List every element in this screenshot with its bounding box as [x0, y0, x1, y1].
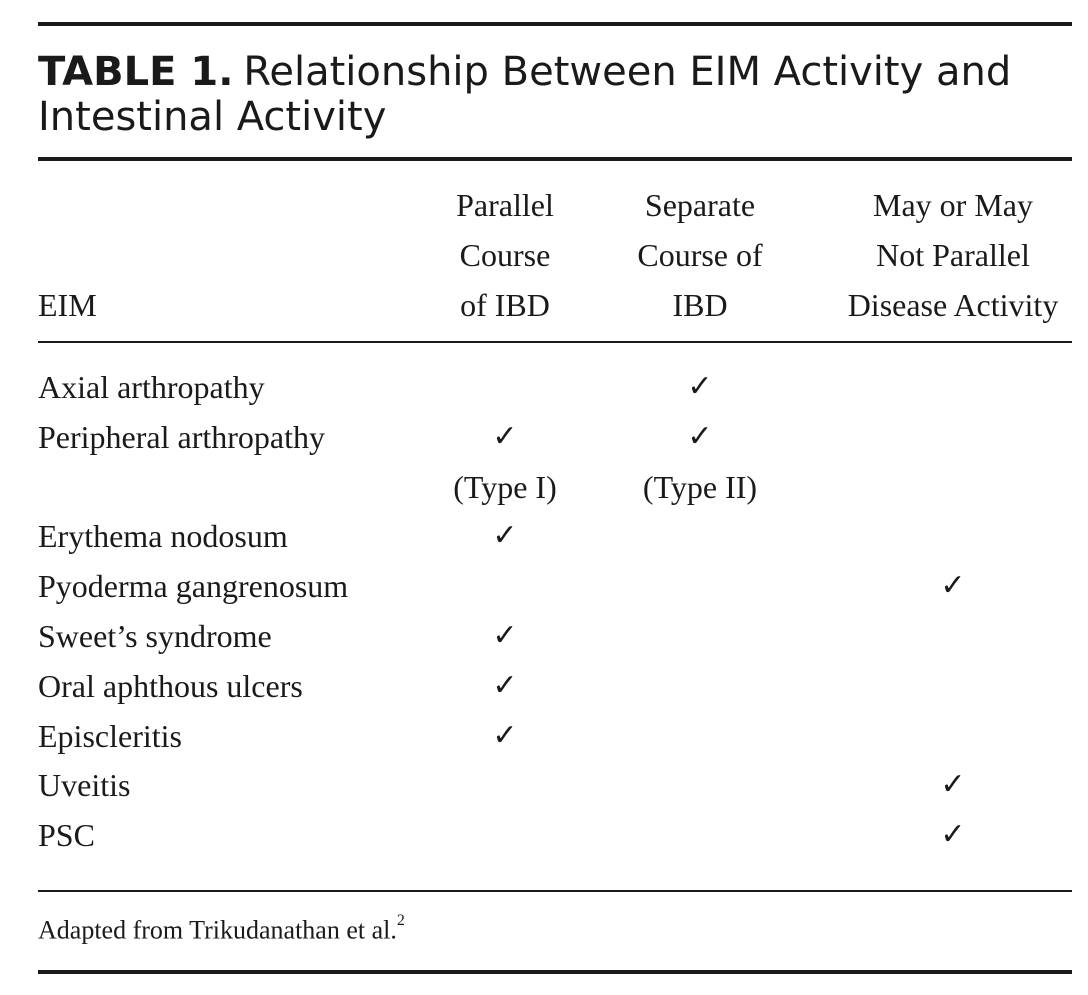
header-parallel-line: Parallel [456, 187, 554, 223]
footnote-rule [38, 890, 1072, 892]
header-may-or-may-not: May or May Not Parallel Disease Activity [832, 180, 1074, 330]
header-separate-line: Course of [637, 237, 763, 273]
header-may-line: Disease Activity [847, 287, 1059, 323]
row-label-oral-aphthous-ulcers: Oral aphthous ulcers [38, 668, 303, 704]
header-eim: EIM [38, 287, 97, 323]
header-separate: Separate Course of IBD [610, 180, 790, 330]
row-label-pyoderma-gangrenosum: Pyoderma gangrenosum [38, 568, 349, 604]
check-icon: ✓ [492, 419, 518, 454]
table-title-line2: Intestinal Activity [38, 94, 387, 140]
row-label-erythema-nodosum: Erythema nodosum [38, 518, 288, 554]
header-may-line: May or May [873, 187, 1033, 223]
header-may-line: Not Parallel [876, 237, 1030, 273]
check-icon: ✓ [687, 419, 713, 454]
row-label-uveitis: Uveitis [38, 767, 131, 803]
row-label-sweets-syndrome: Sweet’s syndrome [38, 618, 272, 654]
row-label-episcleritis: Episcleritis [38, 718, 182, 754]
bottom-rule [38, 970, 1072, 974]
row-label-axial-arthropathy: Axial arthropathy [38, 369, 265, 405]
check-icon: ✓ [492, 718, 518, 753]
top-rule [38, 22, 1072, 26]
header-parallel-line: Course [459, 237, 551, 273]
footnote: Adapted from Trikudanathan et al.2 [38, 905, 405, 951]
cell-type-i: (Type I) [453, 469, 557, 505]
header-parallel: Parallel Course of IBD [425, 180, 585, 330]
check-icon: ✓ [492, 618, 518, 653]
check-icon: ✓ [940, 767, 966, 802]
table-title: TABLE 1.Relationship Between EIM Activit… [38, 50, 1078, 140]
table-label: TABLE 1. [38, 49, 234, 95]
header-separate-line: IBD [672, 287, 728, 323]
title-rule [38, 157, 1072, 161]
header-separate-line: Separate [644, 187, 756, 223]
check-icon: ✓ [492, 668, 518, 703]
table-title-line1: Relationship Between EIM Activity and [243, 49, 1012, 95]
header-parallel-line: of IBD [460, 287, 550, 323]
check-icon: ✓ [940, 568, 966, 603]
header-rule [38, 341, 1072, 343]
footnote-text: Adapted from Trikudanathan et al. [38, 915, 397, 945]
check-icon: ✓ [940, 817, 966, 852]
row-label-psc: PSC [38, 817, 95, 853]
check-icon: ✓ [687, 369, 713, 404]
row-label-peripheral-arthropathy: Peripheral arthropathy [38, 419, 325, 455]
footnote-reference: 2 [396, 912, 405, 929]
check-icon: ✓ [492, 518, 518, 553]
cell-type-ii: (Type II) [642, 469, 758, 505]
